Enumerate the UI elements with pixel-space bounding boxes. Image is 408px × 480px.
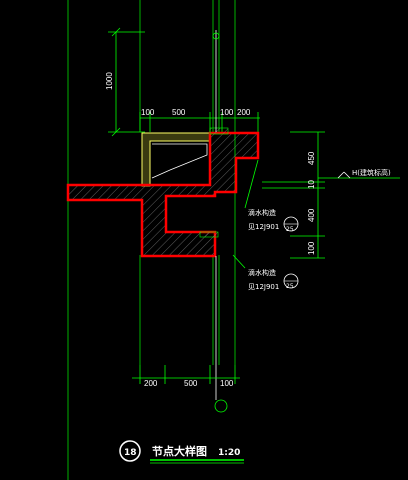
insulation-inner-line (151, 143, 208, 179)
dim-label-1000: 1000 (105, 72, 114, 90)
dim-right-450: 450 (307, 151, 316, 165)
dim-right-10: 10 (307, 180, 316, 189)
level-marker (337, 171, 351, 179)
drawing-title-block: 18 节点大样图 1:20 (119, 440, 244, 464)
dim-top-200: 200 (237, 108, 251, 117)
drawing-title: 节点大样图 (152, 444, 207, 458)
dim-bottom-200: 200 (144, 379, 158, 388)
detail-symbol-2: 25 (283, 273, 299, 290)
dim-bottom-100: 100 (220, 379, 234, 388)
note-2-line1: 滴水构造 (248, 268, 276, 277)
leader-lines (232, 159, 259, 269)
level-label: H(建筑标高) (352, 168, 391, 177)
glazing-fixing-bottom (199, 231, 219, 238)
detail-symbol-1-label: 25 (286, 226, 294, 233)
dimension-right-column (262, 131, 400, 259)
section-profile (66, 131, 260, 258)
drawing-scale: 1:20 (218, 448, 240, 458)
dimension-vertical-1000 (108, 27, 145, 137)
dim-top-100a: 100 (141, 108, 155, 117)
dimension-bottom-row (132, 365, 240, 384)
note-1-line1: 滴水构造 (248, 208, 276, 217)
dim-right-100: 100 (307, 241, 316, 255)
detail-symbol-1: 25 (283, 216, 299, 233)
note-2-line2: 见12J901 (248, 283, 279, 291)
title-number: 18 (124, 448, 137, 458)
dim-bottom-500: 500 (184, 379, 198, 388)
title-number-circle (119, 440, 141, 462)
glazing-fixing-top (209, 127, 229, 135)
detail-symbol-2-label: 25 (286, 283, 294, 290)
dim-right-400: 400 (307, 208, 316, 222)
note-1-line2: 见12J901 (248, 223, 279, 231)
mullion-node-top (212, 32, 220, 40)
mullion-node-bottom (214, 399, 228, 413)
dim-top-100b: 100 (220, 108, 234, 117)
dim-top-500: 500 (172, 108, 186, 117)
